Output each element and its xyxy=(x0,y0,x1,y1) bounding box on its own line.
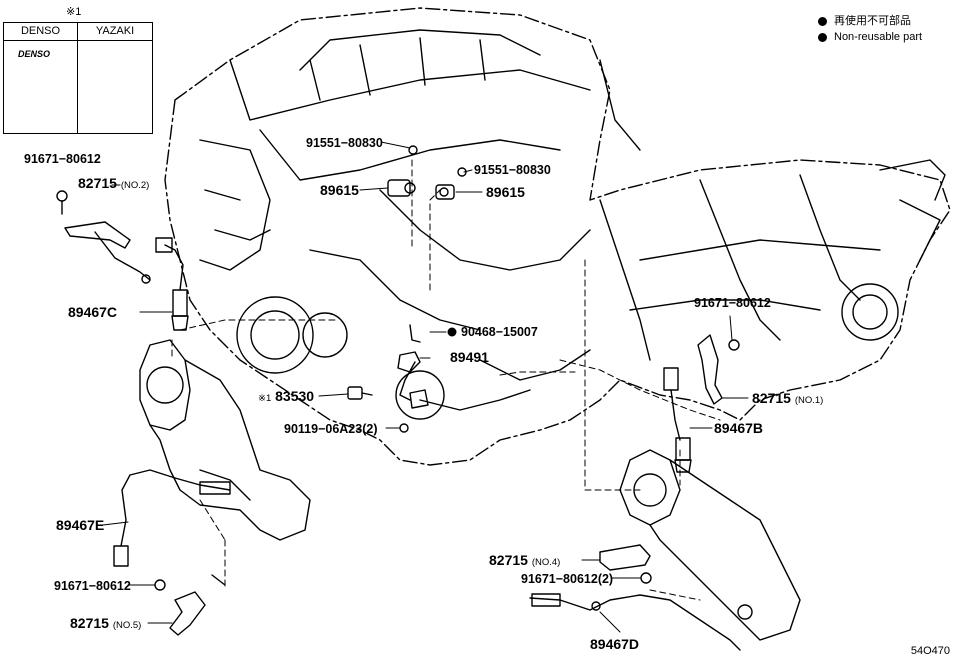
o2-sensor-89467b xyxy=(663,367,692,473)
part-suffix: (NO.2) xyxy=(120,180,150,191)
legend-text-jp: 再使用不可部品 xyxy=(834,15,911,27)
callout-89467e: 89467E xyxy=(56,517,105,533)
callout-91551-b: 91551−80830 xyxy=(474,163,551,177)
callout-91671-top: 91671−80612 xyxy=(24,152,101,166)
callout-82715-no4: 82715 (NO.4) xyxy=(489,553,560,568)
callout-91551-a: 91551−80830 xyxy=(306,136,383,150)
callout-89467b: 89467B xyxy=(714,420,764,436)
cam-sensor-89615-b xyxy=(435,184,455,200)
bracket-82715-no2 xyxy=(56,190,151,284)
part-suffix: (NO.1) xyxy=(794,395,824,406)
inset-header-yazaki: YAZAKI xyxy=(78,23,152,41)
o2-sensor-89467e xyxy=(113,469,231,567)
legend: 再使用不可部品 Non-reusable part xyxy=(818,13,922,45)
callout-89467d: 89467D xyxy=(590,636,640,652)
bracket-82715-no5 xyxy=(154,574,226,636)
right-exhaust-shield xyxy=(619,449,801,641)
part-suffix: (NO.4) xyxy=(531,557,561,568)
knock-sensor-83530 xyxy=(347,386,373,400)
part-number: 82715 xyxy=(489,552,528,568)
callout-91671-lower: 91671−80612 xyxy=(54,579,131,593)
left-exhaust-shield xyxy=(139,339,311,541)
part-number: 82715 xyxy=(78,175,117,191)
callout-83530: ※1 83530 xyxy=(258,389,314,404)
part-suffix: (NO.5) xyxy=(112,620,142,631)
legend-text-en: Non-reusable part xyxy=(834,31,923,43)
crank-sensor-89491 xyxy=(397,351,429,433)
note-mark: ※1 xyxy=(258,393,272,404)
callout-89615-a: 89615 xyxy=(320,182,359,198)
o2-sensor-89467c xyxy=(155,237,189,331)
callout-82715-no2: 82715 (NO.2) xyxy=(78,176,149,191)
callout-89467c: 89467C xyxy=(68,304,118,320)
callout-89491: 89491 xyxy=(450,349,489,365)
figure-code: 54O470 xyxy=(910,645,950,657)
connector-variant-inset: DENSO YAZAKI DENSO xyxy=(3,22,153,134)
inset-header-denso: DENSO xyxy=(4,23,77,41)
non-reusable-marker xyxy=(447,327,457,337)
cam-sensor-89615-a xyxy=(387,179,416,197)
engine-block-outline xyxy=(164,7,951,466)
bracket-82715-no1 xyxy=(697,334,740,405)
clip-90468 xyxy=(409,324,421,343)
callout-89615-b: 89615 xyxy=(486,184,525,200)
o2-sensor-89467d xyxy=(529,593,741,651)
callout-90468: 90468−15007 xyxy=(461,325,538,339)
callout-91671-no4: 91671−80612(2) xyxy=(521,572,614,586)
callout-91671-right: 91671−80612 xyxy=(694,296,771,310)
part-number: 82715 xyxy=(752,390,791,406)
bracket-82715-no4 xyxy=(599,544,652,584)
filled-circle-icon xyxy=(818,16,827,26)
inset-note-mark: ※1 xyxy=(66,6,82,18)
legend-row-jp: 再使用不可部品 xyxy=(818,13,922,29)
legend-row-en: Non-reusable part xyxy=(818,29,922,45)
part-number: 83530 xyxy=(275,388,315,404)
inset-divider xyxy=(77,23,78,133)
filled-circle-icon xyxy=(818,32,827,42)
callout-82715-no1: 82715 (NO.1) xyxy=(752,391,823,406)
denso-logo: DENSO xyxy=(18,49,51,59)
callout-90119: 90119−06A23(2) xyxy=(284,422,378,436)
callout-82715-no5: 82715 (NO.5) xyxy=(70,616,141,631)
part-number: 82715 xyxy=(70,615,109,631)
